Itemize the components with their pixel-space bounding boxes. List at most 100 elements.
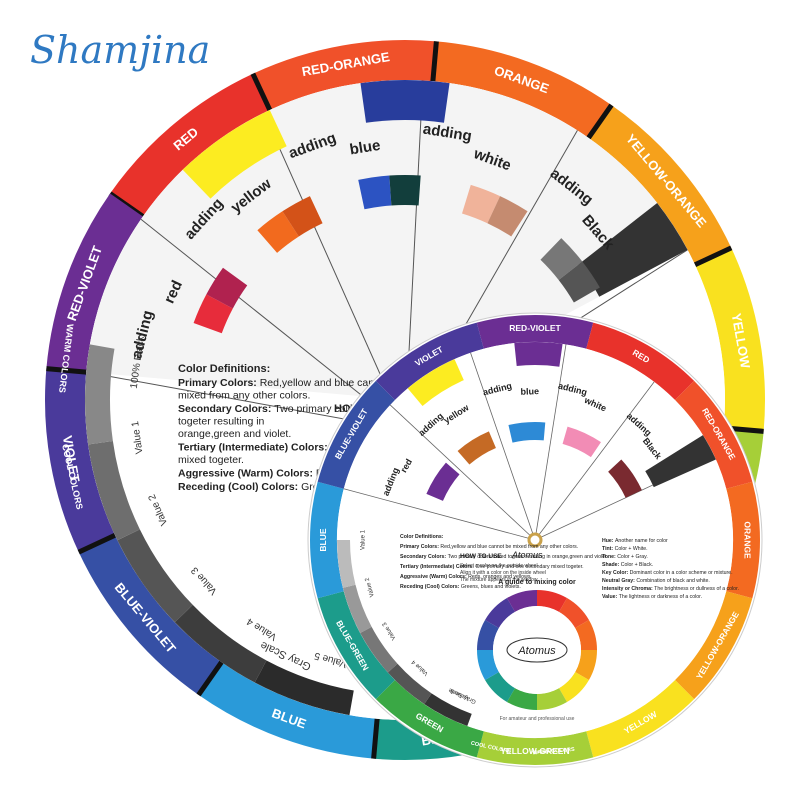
small-definition-item: Tertiary (Intermediate) Colors: One prim… xyxy=(400,564,584,570)
small-ring-segment xyxy=(476,315,594,349)
gray-scale-swatch xyxy=(88,441,140,541)
small-yellow-wedge xyxy=(407,359,464,406)
small-mix-swatch xyxy=(562,426,601,458)
definition-term: Secondary Colors: xyxy=(178,403,274,415)
ring-segment xyxy=(110,73,270,217)
term-item: Tone: Color + Gray. xyxy=(602,554,648,560)
ring-divider xyxy=(371,718,380,759)
small-mix-swatch xyxy=(508,422,546,443)
small-ring-segment xyxy=(675,380,753,489)
term-name: Key Color: xyxy=(602,570,630,576)
term-name: Neutral Gray: xyxy=(602,578,636,584)
small-fan-line xyxy=(389,404,536,541)
ring-segment xyxy=(588,105,732,265)
term-item: Key Color: Dominant color in a color sch… xyxy=(602,570,733,576)
ring-divider xyxy=(77,532,117,555)
small-ring-label: RED-VIOLET xyxy=(509,323,561,333)
guide-brand: Atomus xyxy=(517,645,556,657)
small-warm-label: WARM COLORS xyxy=(532,747,575,757)
ring-divider xyxy=(430,41,439,82)
mix-window-swatch xyxy=(193,294,233,334)
small-ring-label: BLUE xyxy=(318,528,328,551)
small-black-wedge xyxy=(645,435,716,488)
small-definition-term: Receding (Cool) Colors: xyxy=(400,584,461,590)
small-gray-swatch xyxy=(424,693,472,727)
definition-item: Primary Colors: Red,yellow and blue cann… xyxy=(178,377,403,389)
small-ring-segment xyxy=(586,322,695,400)
small-fan-line xyxy=(470,352,536,541)
small-definition-term: Tertiary (Intermediate) Colors: xyxy=(400,564,475,570)
mix-window-swatch xyxy=(487,196,528,237)
small-fan-line xyxy=(343,488,536,541)
small-window-label: blue xyxy=(520,386,539,397)
small-definition-term: Color Definitions: xyxy=(400,534,444,540)
small-definition-item: Secondary Colors: Two primary colors mix… xyxy=(400,554,608,560)
mix-window-swatch xyxy=(206,267,248,309)
small-ring-segment xyxy=(476,731,594,765)
small-definition-item: Receding (Cool) Colors: Greens, blues an… xyxy=(400,584,521,590)
definition-text: orange,green and violet. xyxy=(178,428,291,440)
window-tint-label: blue xyxy=(348,137,381,159)
small-definition-item: Primary Colors: Red,yellow and blue cann… xyxy=(400,544,578,550)
small-ring-segment xyxy=(375,322,484,400)
term-text: Color + White. xyxy=(615,546,648,552)
term-item: Value: The lightness or darkness of a co… xyxy=(602,594,702,600)
term-item: Neutral Gray: Combination of black and w… xyxy=(602,578,710,584)
term-text: The brightness or dullness of a color. xyxy=(654,586,739,592)
term-text: The lightness or darkness of a color. xyxy=(619,594,702,600)
term-name: Tone: xyxy=(602,554,617,560)
gray-scale-swatch xyxy=(117,529,193,623)
small-ring-label: ORANGE xyxy=(742,521,752,559)
guide-ring-segment xyxy=(507,688,537,710)
small-ring-segment xyxy=(317,591,395,700)
term-text: Color + Gray. xyxy=(617,554,648,560)
term-text: Another name for color xyxy=(615,538,668,544)
ring-segment xyxy=(46,193,143,373)
small-fan-line xyxy=(534,344,567,541)
definition-term: Tertiary (Intermediate) Colors: xyxy=(178,442,331,454)
small-gray-value: Value 1 xyxy=(361,529,367,550)
guide-ring-segment xyxy=(485,672,515,702)
small-definition-text: Reds, oranges and yellows. xyxy=(468,574,532,580)
small-ring-segment xyxy=(317,380,395,489)
small-gray-value: Value 2 xyxy=(364,576,375,597)
mix-window-swatch xyxy=(558,261,600,303)
pivot xyxy=(527,532,543,548)
term-item: Shade: Color + Black. xyxy=(602,562,653,568)
definition-text: Red,yellow and blue cannot be xyxy=(260,377,404,389)
term-text: Dominant color in a color scheme or mixt… xyxy=(630,570,733,576)
guide-ring-segment xyxy=(575,650,597,680)
guide-ring-segment xyxy=(559,598,589,628)
ring-divider xyxy=(250,72,273,112)
guide-text: A guide to mixing color xyxy=(498,579,576,586)
small-definition-text: Red,yellow and blue cannot be mixed from… xyxy=(440,544,578,550)
term-text: Color + Black. xyxy=(621,562,653,568)
blue-tint-wedge xyxy=(360,80,450,123)
small-ring-label: YELLOW-GREEN xyxy=(500,746,569,756)
small-ring-segment xyxy=(375,680,484,758)
ring-divider xyxy=(196,660,224,697)
ring-divider xyxy=(693,245,733,268)
ring-segment xyxy=(44,368,115,553)
gray-scale-swatch xyxy=(174,604,267,683)
how-to-use-text: The mixture appears in the window. xyxy=(460,577,539,583)
small-color-wheel[interactable]: RED-VIOLETREDRED-ORANGEORANGEYELLOW-ORAN… xyxy=(307,312,763,768)
small-definition-text: One primary and one secondary mixed toge… xyxy=(475,564,583,570)
term-name: Hue: xyxy=(602,538,615,544)
definition-term: Primary Colors: xyxy=(178,377,260,389)
ring-segment xyxy=(695,247,765,432)
small-definition-term: Primary Colors: xyxy=(400,544,440,550)
black-tint-wedge xyxy=(578,202,688,297)
guide-brand-oval xyxy=(506,637,568,663)
gray-scale-value: Value 1 xyxy=(130,420,146,455)
mix-window-swatch xyxy=(358,175,392,210)
definition-text: mixed togeter. xyxy=(178,454,244,466)
term-item: Tint: Color + White. xyxy=(602,546,648,552)
ring-segment xyxy=(432,41,612,138)
mix-window-swatch xyxy=(257,211,299,253)
small-definition-item: Color Definitions: xyxy=(400,534,444,540)
term-text: Combination of black and white. xyxy=(636,578,710,584)
small-ring-segment xyxy=(675,591,753,700)
guide-center xyxy=(493,606,581,694)
